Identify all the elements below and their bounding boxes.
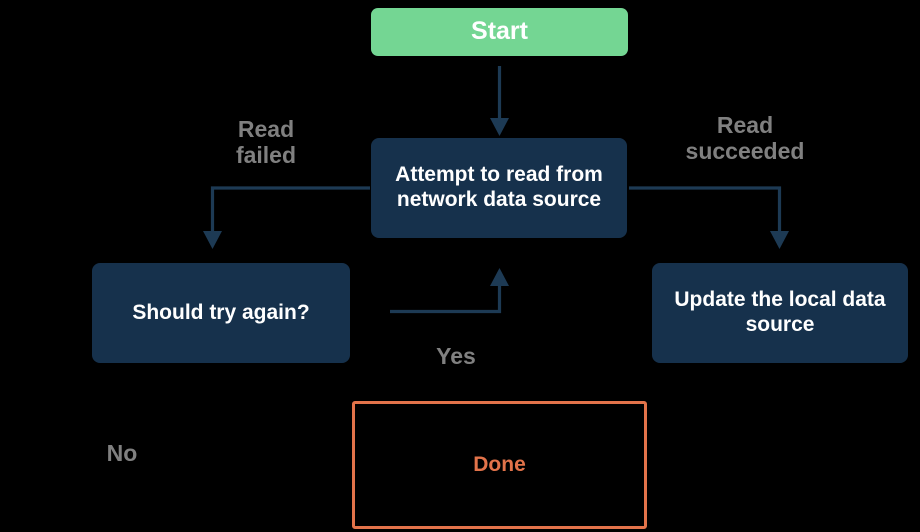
- edge-process-to-decision: [203, 186, 370, 249]
- edge-process-to-update: [629, 186, 789, 249]
- node-attempt-to-read[interactable]: Attempt to read from network data source: [371, 138, 627, 238]
- node-update-local-data-source[interactable]: Update the local data source: [652, 263, 908, 363]
- edge-start-to-process: [490, 66, 509, 136]
- node-done[interactable]: Done: [352, 401, 647, 529]
- node-should-try-again[interactable]: Should try again?: [92, 263, 350, 363]
- edge-decision-to-process: [390, 268, 509, 314]
- edge-label-yes: Yes: [436, 343, 476, 369]
- edge-label-no: No: [106, 440, 138, 466]
- edge-label-read-failed: Read failed: [235, 116, 297, 168]
- edge-label-read-succeeded: Read succeeded: [685, 112, 805, 164]
- node-start[interactable]: Start: [371, 8, 628, 56]
